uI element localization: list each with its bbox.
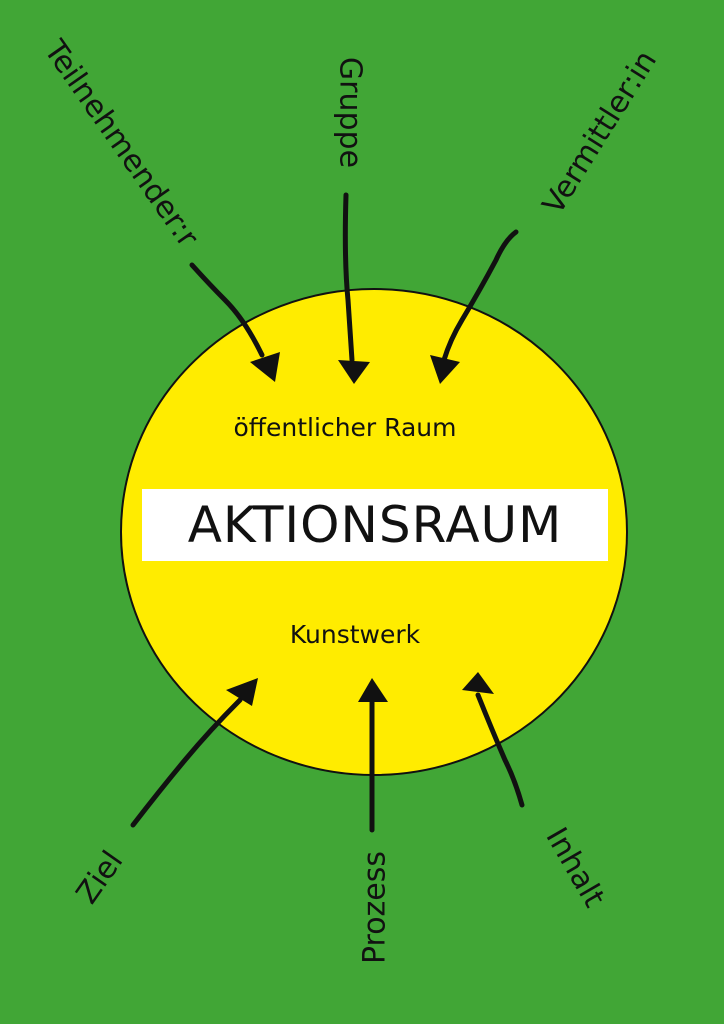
arrow-inhalt xyxy=(475,692,525,808)
label-gruppe: Gruppe xyxy=(332,56,368,169)
label-oeffentlicher-raum: öffentlicher Raum xyxy=(233,413,457,442)
arrow-vermittler xyxy=(441,229,519,363)
arrowhead-teilnehmender xyxy=(250,352,280,382)
arrowhead-prozess xyxy=(358,678,388,702)
arrowhead-gruppe xyxy=(338,360,370,384)
arrowhead-inhalt xyxy=(462,672,494,694)
arrow-gruppe xyxy=(342,192,355,363)
title-aktionsraum: AKTIONSRAUM xyxy=(142,489,608,561)
label-kunstwerk: Kunstwerk xyxy=(289,620,421,649)
arrowhead-vermittler xyxy=(430,355,460,384)
arrow-ziel xyxy=(130,697,243,828)
arrowhead-ziel xyxy=(226,678,258,706)
label-prozess: Prozess xyxy=(357,850,393,965)
arrow-teilnehmender xyxy=(189,262,265,358)
